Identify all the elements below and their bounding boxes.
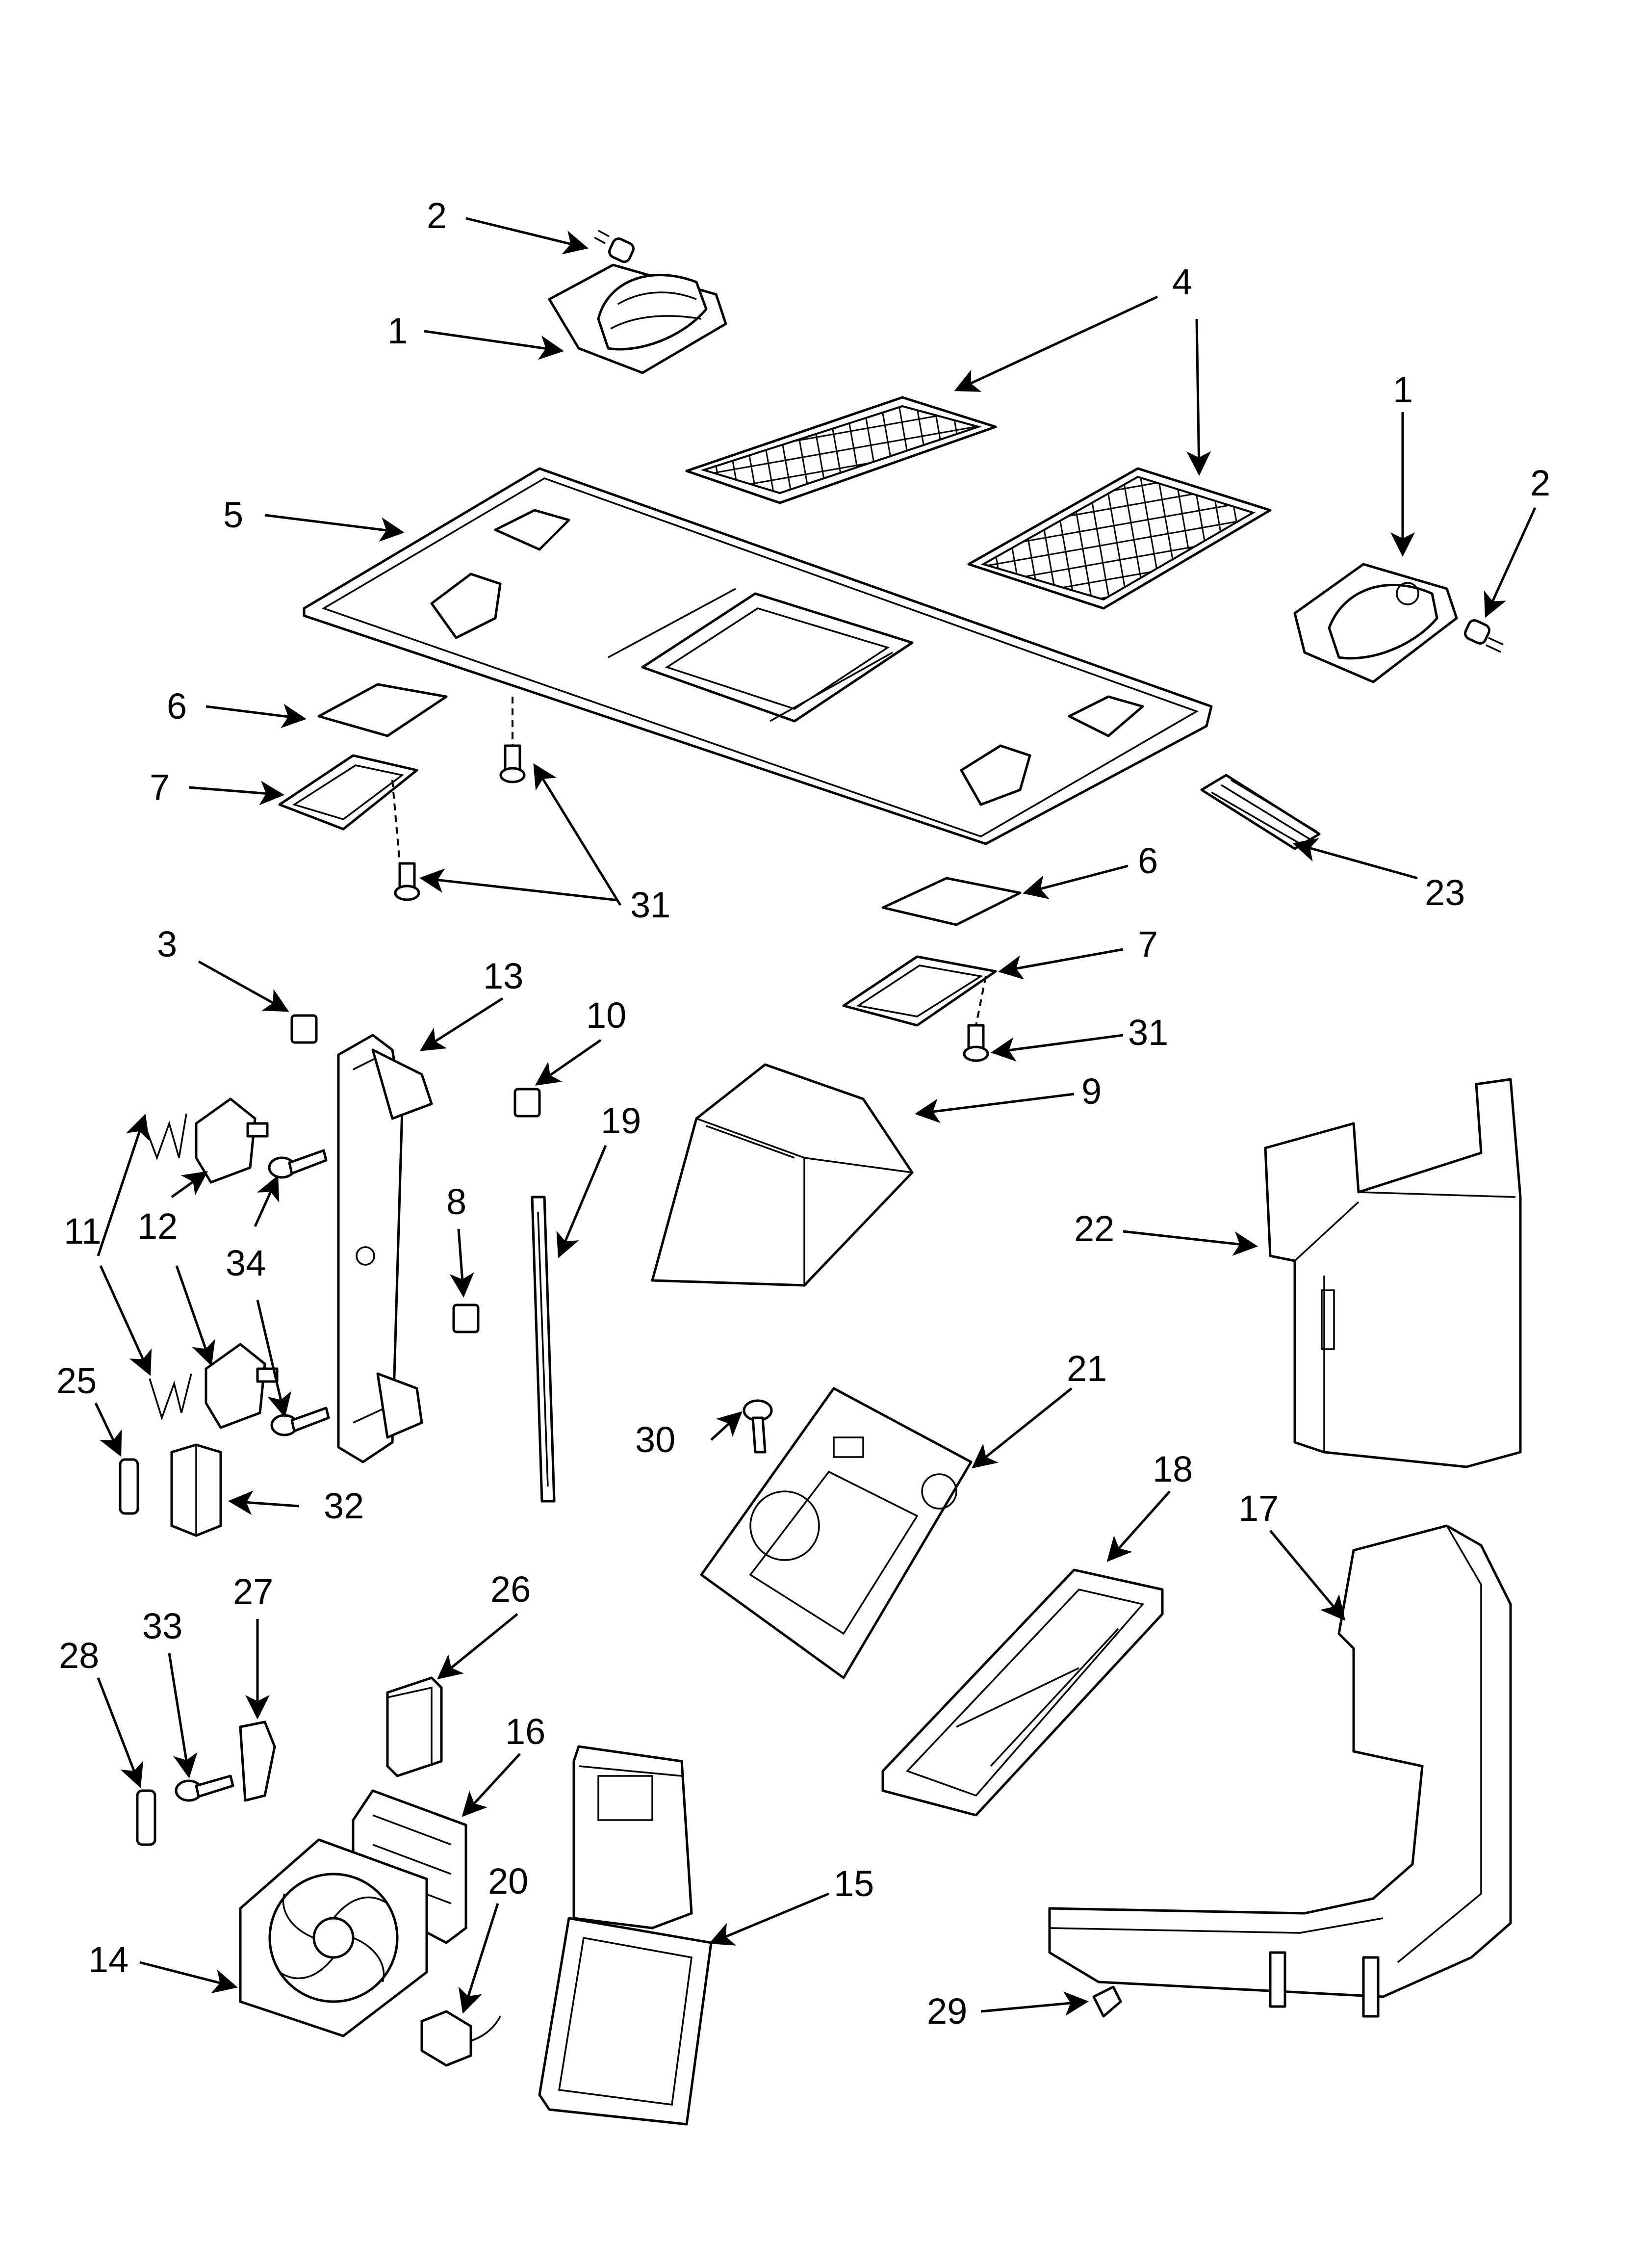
latch-bracket <box>337 1034 433 1463</box>
bulb-left <box>594 230 635 263</box>
callout-31-left: 31 <box>630 885 670 925</box>
switch-8 <box>452 1303 480 1333</box>
latch-lever-top <box>195 1097 269 1184</box>
fuse-25 <box>119 1458 139 1515</box>
spring-strip <box>1200 774 1321 850</box>
callout-6-left: 6 <box>167 686 187 727</box>
callout-30: 30 <box>635 1419 675 1460</box>
waveguide-cover-right <box>842 955 997 1027</box>
callout-23: 23 <box>1425 872 1465 913</box>
leader-lines <box>94 217 1537 2016</box>
screw-31-b <box>394 862 420 901</box>
callout-2-left: 2 <box>427 195 447 236</box>
spring-bottom <box>149 1373 192 1421</box>
bottom-plate <box>303 467 1213 845</box>
vent-duct <box>1264 1078 1522 1468</box>
choke-rod <box>531 1196 556 1503</box>
callout-labels: 2 1 4 1 2 5 6 7 31 6 23 7 31 3 13 10 19 … <box>56 195 1550 2032</box>
callout-29: 29 <box>927 1991 967 2032</box>
screw-31-a <box>499 697 526 783</box>
screw-30 <box>743 1399 773 1454</box>
relay <box>386 1676 443 1777</box>
screw-34-top <box>268 1149 328 1179</box>
callout-19: 19 <box>601 1100 641 1141</box>
callout-18: 18 <box>1153 1449 1193 1489</box>
callout-33: 32 <box>324 1486 364 1526</box>
callout-1-left: 1 <box>387 311 408 351</box>
fuse-28 <box>136 1789 156 1846</box>
callout-5: 5 <box>223 495 243 535</box>
callout-8: 8 <box>446 1181 466 1222</box>
waveguide-cover-left <box>278 754 418 864</box>
callout-6-right: 6 <box>1138 840 1158 881</box>
bracket-27 <box>239 1721 276 1802</box>
callout-2-right: 2 <box>1530 463 1550 503</box>
bulb-right <box>1464 619 1504 653</box>
callout-10: 10 <box>586 995 626 1036</box>
callout-32: 33 <box>142 1606 182 1646</box>
callout-13: 13 <box>483 956 523 996</box>
callout-14: 14 <box>88 1939 128 1980</box>
callout-27: 27 <box>233 1571 273 1612</box>
air-duct <box>651 1063 914 1287</box>
spring-top <box>141 1113 187 1161</box>
thermal-cutoff <box>420 2010 501 2067</box>
callout-7-right: 7 <box>1138 924 1158 965</box>
light-housing-right <box>1293 563 1458 683</box>
screw-32 <box>175 1774 234 1802</box>
mounting-frame <box>1048 1524 1512 2018</box>
callout-1-right: 1 <box>1393 369 1413 410</box>
callout-20: 20 <box>488 1861 528 1902</box>
callout-21: 21 <box>1067 1348 1107 1389</box>
transformer-assembly <box>538 1745 713 2126</box>
callout-11: 11 <box>64 1211 102 1251</box>
callout-16: 16 <box>505 1711 545 1752</box>
switch-10 <box>513 1088 541 1118</box>
callout-4: 4 <box>1172 261 1192 302</box>
callout-12-top: 12 <box>137 1206 178 1247</box>
latch-lever-bottom <box>205 1343 279 1429</box>
callout-26: 26 <box>490 1569 531 1610</box>
clip-29 <box>1092 1985 1122 2018</box>
fuse-holder <box>170 1443 222 1537</box>
callout-9: 9 <box>1081 1071 1102 1112</box>
grease-filter-bottom <box>967 467 1272 610</box>
callout-17: 17 <box>1238 1488 1279 1529</box>
callout-15: 15 <box>834 1863 874 1904</box>
callout-28: 28 <box>59 1635 99 1676</box>
cooling-fan <box>239 1838 428 2037</box>
callout-7-left: 7 <box>150 767 170 808</box>
screw-34-bottom <box>270 1407 330 1436</box>
callout-34: 34 <box>226 1243 266 1283</box>
callout-3: 3 <box>157 924 177 965</box>
control-board <box>700 1387 973 1679</box>
grease-filter-top <box>685 396 997 504</box>
lower-tray <box>881 1568 1164 1817</box>
cover-right <box>881 877 1022 926</box>
screw-31-c <box>963 1024 989 1062</box>
callout-22: 22 <box>1074 1208 1114 1249</box>
cover-left <box>317 683 448 737</box>
switch-3 <box>290 1014 318 1044</box>
callout-25: 25 <box>56 1360 97 1401</box>
light-housing-left <box>548 263 727 374</box>
callout-31-right: 31 <box>1128 1012 1168 1053</box>
